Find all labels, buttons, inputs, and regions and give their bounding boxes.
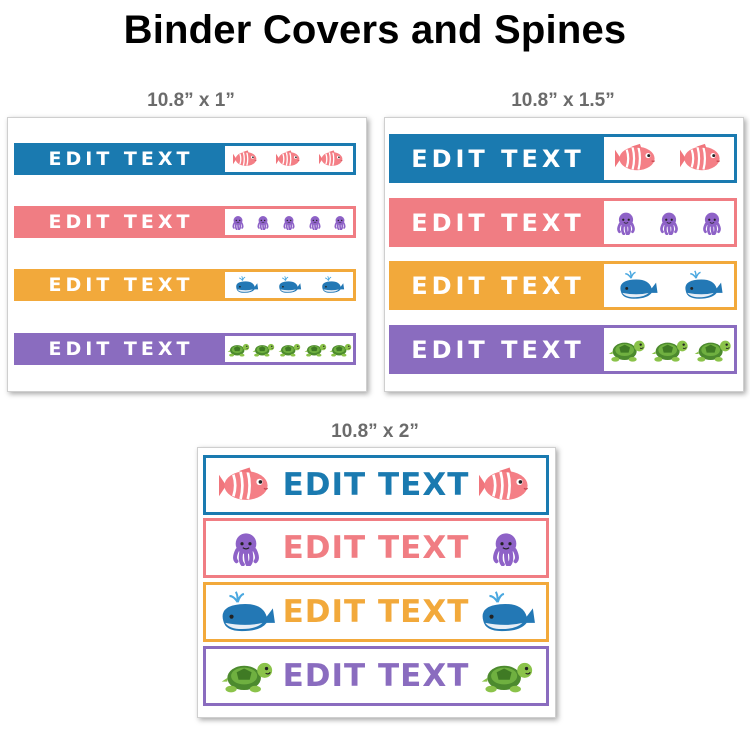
turtle-icon [478,655,534,697]
icon-row [225,336,353,362]
spine-strip[interactable]: EDIT TEXT [14,143,356,175]
icon-row [604,201,734,244]
icon-slot [466,458,546,512]
spine-strip[interactable]: EDIT TEXT [14,333,356,365]
octopus-icon [227,215,249,230]
octopus-icon [278,215,300,230]
edit-text-label[interactable]: EDIT TEXT [282,594,470,630]
fish-icon [233,150,259,168]
icon-row [604,264,734,307]
spine-strip[interactable]: EDIT TEXT [203,582,549,642]
edit-text-label[interactable]: EDIT TEXT [282,467,470,503]
fish-icon [219,465,273,506]
octopus-icon [329,215,351,230]
fish-icon [679,143,724,174]
turtle-icon [692,336,732,364]
icon-slot [466,521,546,575]
whale-icon [680,270,724,301]
size-label-2in: 10.8” x 2” [331,421,419,442]
icon-slot [466,649,546,703]
icon-row [604,328,734,371]
icon-slot [206,521,286,575]
fish-icon [318,150,345,168]
whale-icon [233,276,259,294]
spine-sheet-2in: EDIT TEXT EDIT TEXT EDIT TEXT EDIT TEXT [197,447,556,718]
turtle-icon [328,341,352,358]
spine-strip[interactable]: EDIT TEXT [14,206,356,238]
edit-text-label[interactable]: EDIT TEXT [17,209,225,235]
edit-text-label[interactable]: EDIT TEXT [392,201,604,244]
size-label-1in: 10.8” x 1” [147,90,235,111]
turtle-icon [303,341,327,358]
icon-row [604,137,734,180]
spine-sheet-1-5in: EDIT TEXT EDIT TEXT EDIT TEXT EDIT TEXT [384,117,744,392]
fish-icon [275,150,302,168]
turtle-icon [218,655,274,697]
size-label-1-5in: 10.8” x 1.5” [511,90,615,111]
turtle-icon [606,336,646,364]
octopus-icon [695,211,729,235]
turtle-icon [226,341,250,358]
page-title: Binder Covers and Spines [123,8,627,52]
spine-strip[interactable]: EDIT TEXT [14,269,356,301]
icon-slot [206,649,286,703]
spine-strip[interactable]: EDIT TEXT [203,646,549,706]
icon-row [225,146,353,172]
turtle-icon [649,336,689,364]
octopus-icon [304,215,326,230]
edit-text-label[interactable]: EDIT TEXT [17,336,225,362]
spine-sheet-1in: EDIT TEXT EDIT TEXT EDIT TEXT EDIT TEXT [7,117,367,392]
octopus-icon [483,531,529,566]
octopus-icon [609,211,643,235]
whale-icon [215,589,277,636]
spine-strip[interactable]: EDIT TEXT [389,261,737,310]
spine-strip[interactable]: EDIT TEXT [389,134,737,183]
whale-icon [319,276,345,294]
edit-text-label[interactable]: EDIT TEXT [392,137,604,180]
whale-icon [615,270,659,301]
octopus-icon [223,531,269,566]
edit-text-label[interactable]: EDIT TEXT [282,530,470,566]
icon-row [225,209,353,235]
edit-text-label[interactable]: EDIT TEXT [17,146,225,172]
edit-text-label[interactable]: EDIT TEXT [282,658,470,694]
spine-strip[interactable]: EDIT TEXT [203,455,549,515]
spine-strip[interactable]: EDIT TEXT [203,518,549,578]
fish-icon [479,465,533,506]
icon-slot [466,585,546,639]
octopus-icon [252,215,274,230]
edit-text-label[interactable]: EDIT TEXT [392,264,604,307]
turtle-icon [251,341,275,358]
icon-row [225,272,353,298]
fish-icon [614,143,659,174]
edit-text-label[interactable]: EDIT TEXT [17,272,225,298]
spine-strip[interactable]: EDIT TEXT [389,198,737,247]
edit-text-label[interactable]: EDIT TEXT [392,328,604,371]
whale-icon [475,589,537,636]
octopus-icon [652,211,686,235]
turtle-icon [277,341,301,358]
whale-icon [276,276,302,294]
icon-slot [206,585,286,639]
icon-slot [206,458,286,512]
spine-strip[interactable]: EDIT TEXT [389,325,737,374]
